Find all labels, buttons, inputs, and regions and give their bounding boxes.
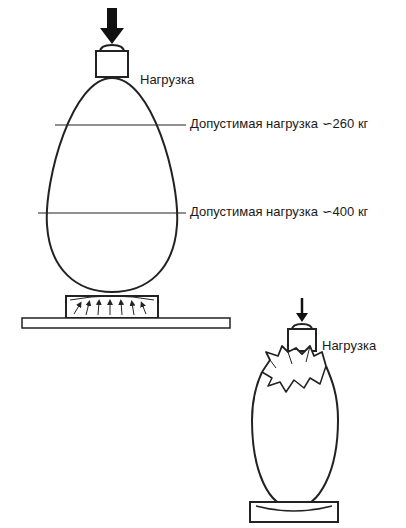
load-label: Нагрузка <box>322 338 376 354</box>
limit-label: Допустимая нагрузка ∽400 кг <box>190 204 368 220</box>
load-label: Нагрузка <box>140 72 194 88</box>
limit-label: Допустимая нагрузка ∽260 кг <box>190 116 368 132</box>
